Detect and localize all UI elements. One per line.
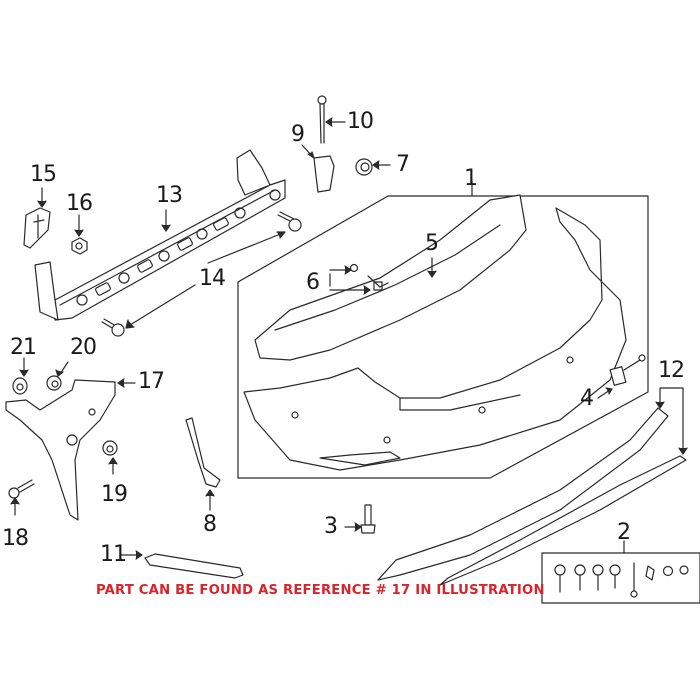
- cable-tie-part-10: [317, 95, 346, 144]
- side-bracket-part-8: [185, 417, 221, 511]
- callout-17: 17: [138, 369, 165, 394]
- callout-19: 19: [101, 482, 128, 507]
- reflector-trim-part-11: [119, 550, 244, 579]
- bumper-cover-part-1: [243, 207, 627, 471]
- callout-3: 3: [324, 514, 338, 539]
- callout-1: 1: [464, 166, 478, 191]
- callout-16: 16: [66, 191, 93, 216]
- callout-20: 20: [70, 335, 97, 360]
- bolt-part-3: [344, 504, 376, 534]
- callout-8: 8: [203, 512, 217, 537]
- small-fasteners-left: [8, 357, 118, 516]
- callout-6: 6: [306, 270, 320, 295]
- lower-valance-part-12: [377, 387, 688, 586]
- grommet-part-7: [355, 158, 391, 176]
- callout-5: 5: [425, 231, 439, 256]
- bumper-bracket-part-5: [254, 194, 527, 361]
- callout-15: 15: [30, 162, 57, 187]
- callout-13: 13: [156, 183, 183, 208]
- callout-11: 11: [100, 542, 127, 567]
- callout-14: 14: [199, 266, 226, 291]
- callout-21: 21: [10, 335, 37, 360]
- nut-part-16: [71, 214, 88, 255]
- callout-2: 2: [617, 520, 631, 545]
- sensor-bracket-part-4: [597, 354, 646, 399]
- bracket-part-15: [23, 187, 51, 249]
- retainer-part-9: [301, 144, 335, 193]
- side-support-bracket-part-17: [5, 378, 136, 521]
- fastener-kit-part-2: [541, 540, 700, 604]
- callout-10: 10: [347, 109, 374, 134]
- callout-12: 12: [658, 358, 685, 383]
- clips-part-6: [329, 263, 389, 295]
- impact-bar-part-13: [34, 149, 286, 321]
- bolts-part-14: [101, 211, 302, 337]
- callout-9: 9: [291, 122, 305, 147]
- bumper-assembly-box: [237, 179, 649, 479]
- reference-notice: PART CAN BE FOUND AS REFERENCE # 17 IN I…: [96, 583, 545, 598]
- callout-4: 4: [580, 386, 594, 411]
- callout-7: 7: [396, 152, 410, 177]
- callout-18: 18: [2, 526, 29, 551]
